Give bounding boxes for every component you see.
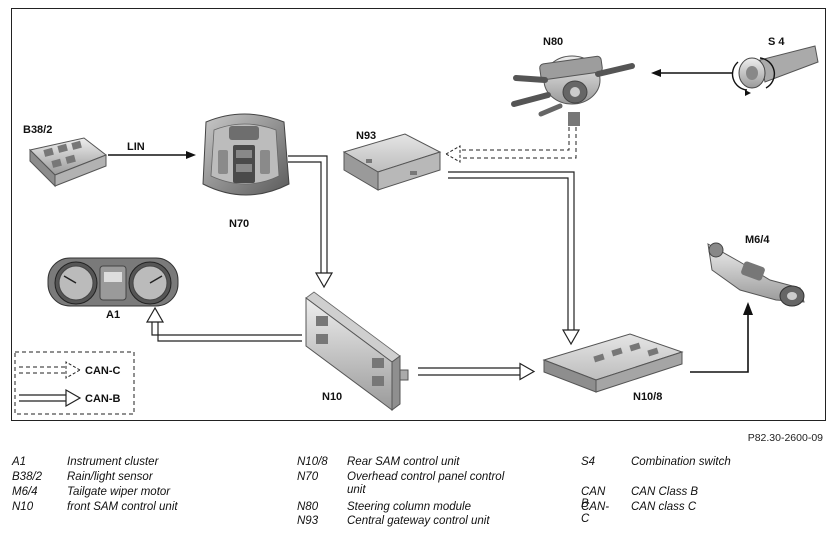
legend-desc: CAN Class B (631, 486, 699, 498)
legend-code: CAN B (581, 486, 606, 510)
legend-code: S4 (581, 456, 596, 468)
can-c-arrowhead (444, 145, 461, 163)
legend-code: N10/8 (297, 456, 328, 468)
n93-gateway-image (342, 133, 442, 191)
m6-4-wiper-motor-image (707, 242, 805, 307)
legend-code: N80 (297, 501, 319, 513)
can-b-n93-n108-b (448, 177, 569, 330)
legend-desc: Instrument cluster (67, 456, 159, 468)
s4-switch-image (731, 45, 819, 96)
legend-code: CAN-C (581, 501, 610, 525)
legend-code: N93 (297, 515, 319, 527)
legend-desc: Combination switch (631, 456, 731, 468)
n108-m64-arrowhead (743, 302, 753, 315)
legend-desc: Rear SAM control unit (347, 456, 460, 468)
label-a1: A1 (106, 309, 120, 321)
s4-n80-arrowhead (651, 69, 661, 77)
b38-2-sensor-image (29, 137, 108, 188)
legend-code: M6/4 (12, 486, 38, 498)
label-n93: N93 (356, 130, 376, 142)
bus-legend-can-c: CAN-C (85, 365, 120, 377)
n80-steering-module-image (511, 55, 635, 126)
legend-desc: Tailgate wiper motor (67, 486, 171, 498)
legend-code: N10 (12, 501, 34, 513)
diagram-frame (11, 8, 826, 421)
can-b-n70-n10-a (288, 155, 328, 273)
figure-reference: P82.30-2600-09 (747, 432, 823, 444)
bus-legend: CAN-C CAN-B (14, 351, 135, 415)
n108-m64-line (690, 315, 749, 373)
connections (108, 69, 753, 381)
a1-instrument-cluster-image (47, 257, 179, 307)
label-n10-8: N10/8 (633, 391, 662, 403)
lin-arrowhead (186, 151, 196, 159)
can-b-n10-a1-b (157, 322, 302, 342)
can-b-n70-n10-arrowhead (314, 272, 334, 289)
legend-code: B38/2 (12, 471, 43, 483)
legend-desc: CAN class C (631, 501, 697, 513)
can-b-n93-n108-a (448, 171, 575, 330)
legend-code: A1 (12, 456, 27, 468)
can-c-line-inner (460, 127, 570, 151)
component-legend: A1 Instrument cluster B38/2 Rain/light s… (0, 452, 837, 537)
label-n10: N10 (322, 391, 342, 403)
can-b-n10-n108-arrowhead (519, 362, 536, 381)
can-b-n93-n108-arrowhead (561, 329, 581, 346)
legend-desc: Overhead control panel control unit (347, 471, 505, 496)
label-m6-4: M6/4 (745, 234, 770, 246)
label-s4: S 4 (768, 36, 785, 48)
legend-desc: Steering column module (347, 501, 472, 513)
label-n70: N70 (229, 218, 249, 230)
n10-front-sam-image (305, 291, 409, 411)
can-b-n10-a1-arrowhead (145, 306, 165, 323)
n70-overhead-panel-image (202, 113, 290, 196)
can-b-n10-a1-a (151, 322, 302, 336)
legend-desc: Central gateway control unit (347, 515, 490, 527)
can-b-n70-n10-b (288, 161, 322, 273)
can-c-line-outer (460, 127, 577, 159)
bus-legend-can-b: CAN-B (85, 393, 120, 405)
legend-desc: front SAM control unit (67, 501, 178, 513)
label-b38-2: B38/2 (23, 124, 52, 136)
n10-8-rear-sam-image (542, 333, 684, 393)
legend-desc: Rain/light sensor (67, 471, 153, 483)
legend-code: N70 (297, 471, 319, 483)
label-lin: LIN (127, 141, 145, 153)
label-n80: N80 (543, 36, 563, 48)
